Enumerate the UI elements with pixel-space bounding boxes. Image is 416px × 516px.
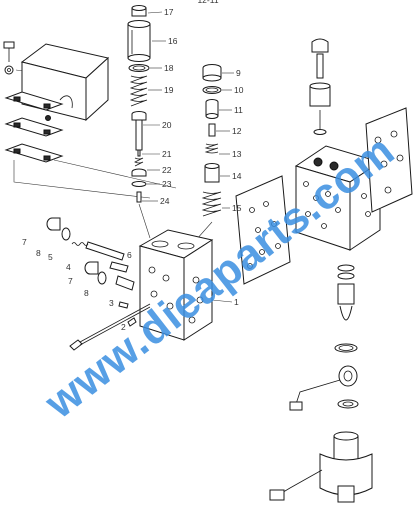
- callout-1: 1: [234, 297, 239, 307]
- callout-20: 20: [162, 120, 172, 130]
- solenoid-valve-assembly: [269, 264, 373, 503]
- callout-15: 15: [232, 203, 242, 213]
- callout-4: 4: [66, 262, 71, 272]
- callout-17: 17: [164, 7, 174, 17]
- callout-7-upper: 7: [22, 237, 27, 247]
- right-valve-block: [235, 38, 413, 285]
- solenoid-cover-assembly: [3, 41, 177, 199]
- callout-14: 14: [232, 171, 242, 181]
- callout-leaders: [142, 11, 234, 209]
- pressure-valve-stack: [195, 64, 222, 241]
- callout-9: 9: [236, 68, 241, 78]
- callout-5: 5: [48, 252, 53, 262]
- callout-6: 6: [127, 250, 132, 260]
- callout-21: 21: [162, 149, 172, 159]
- callout-3: 3: [109, 298, 114, 308]
- callout-2: 2: [121, 322, 126, 332]
- callout-19: 19: [164, 85, 174, 95]
- spool-stack: [127, 5, 151, 239]
- callout-16: 16: [168, 36, 178, 46]
- header-fragment: 12-11: [197, 0, 218, 5]
- callout-22: 22: [162, 165, 172, 175]
- callout-10: 10: [234, 85, 244, 95]
- callout-8-upper: 8: [36, 248, 41, 258]
- callout-labels: 1 2 3 4 5 6 7 7 8 8 9 10 11 12 13 14 15 …: [22, 7, 244, 332]
- callout-7-lower: 7: [68, 276, 73, 286]
- valve-fittings: [46, 217, 151, 351]
- callout-13: 13: [232, 149, 242, 159]
- callout-24: 24: [160, 196, 170, 206]
- callout-23: 23: [162, 179, 172, 189]
- callout-11: 11: [234, 105, 243, 115]
- callout-8-lower: 8: [84, 288, 89, 298]
- callout-18: 18: [164, 63, 174, 73]
- callout-12: 12: [232, 126, 242, 136]
- valve-body: [138, 229, 233, 341]
